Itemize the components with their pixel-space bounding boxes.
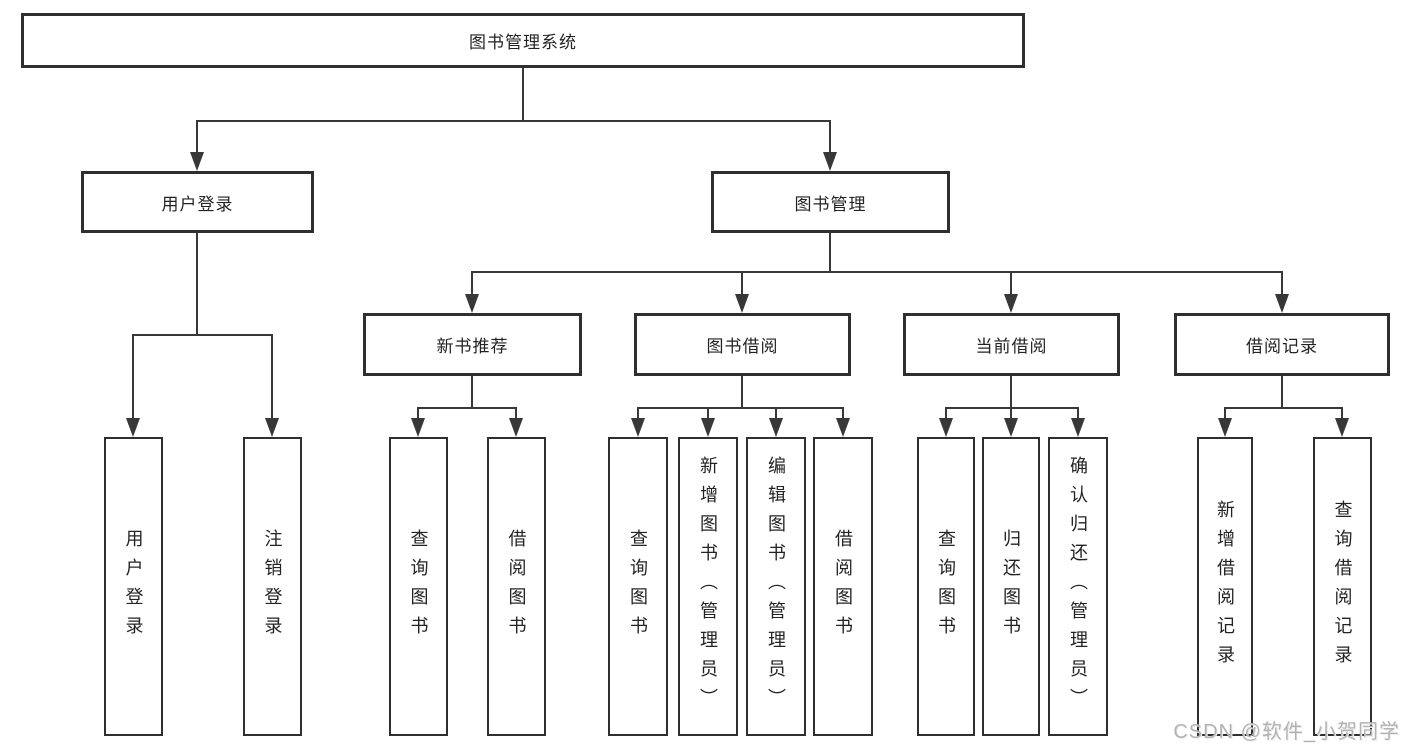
node-borrowing-records: 借阅记录: [1174, 313, 1390, 376]
leaf-label: 用户登录: [123, 528, 144, 645]
connector-book-mgmt-stem: [829, 233, 831, 273]
leaf-label: 确认归还（管理员）: [1068, 456, 1088, 717]
arrow-down-icon: [1275, 294, 1289, 313]
connector-user-login-rail: [132, 334, 273, 336]
node-book-management: 图书管理: [711, 171, 950, 233]
connector-drop: [707, 407, 709, 420]
leaf-label: 新增图书（管理员）: [698, 456, 718, 717]
connector-drop: [1341, 407, 1343, 420]
connector-drop-current-borrow: [1010, 271, 1012, 296]
node-library-management-system: 图书管理系统: [21, 13, 1025, 68]
leaf-label: 借阅图书: [833, 528, 853, 645]
arrow-down-icon: [509, 418, 523, 437]
connector-drop: [945, 407, 947, 420]
arrow-down-icon: [465, 294, 479, 313]
leaf-add-books-admin: 新增图书（管理员）: [678, 437, 738, 736]
connector-new-book-rec-rail: [417, 407, 517, 409]
connector-drop-book-borrow: [741, 271, 743, 296]
leaf-edit-books-admin: 编辑图书（管理员）: [746, 437, 806, 736]
leaf-query-books-current: 查询图书: [917, 437, 975, 736]
arrow-down-icon: [1004, 294, 1018, 313]
arrow-down-icon: [836, 418, 850, 437]
connector-drop: [775, 407, 777, 420]
leaf-label: 编辑图书（管理员）: [766, 456, 786, 717]
arrow-down-icon: [265, 418, 279, 437]
arrow-down-icon: [1004, 418, 1018, 437]
connector-drop: [417, 407, 419, 420]
arrow-down-icon: [1218, 418, 1232, 437]
node-label: 当前借阅: [975, 337, 1048, 356]
arrow-down-icon: [823, 152, 837, 171]
connector-borrow-records-rail: [1224, 407, 1343, 409]
node-label: 借阅记录: [1246, 337, 1318, 356]
leaf-query-books-borrowing: 查询图书: [608, 437, 668, 736]
arrow-down-icon: [631, 418, 645, 437]
connector-drop-user-login: [196, 120, 198, 153]
connector-current-borrow-stem: [1010, 376, 1012, 409]
connector-book-mgmt-rail: [471, 271, 1283, 273]
connector-drop: [515, 407, 517, 420]
leaf-label: 查询图书: [936, 528, 956, 645]
leaf-logout: 注销登录: [243, 437, 302, 736]
leaf-return-books: 归还图书: [982, 437, 1040, 736]
arrow-down-icon: [939, 418, 953, 437]
leaf-query-books-recommend: 查询图书: [389, 437, 448, 736]
leaf-label: 借阅图书: [506, 528, 527, 645]
arrow-down-icon: [1071, 418, 1085, 437]
arrow-down-icon: [126, 418, 140, 437]
leaf-query-borrow-record: 查询借阅记录: [1313, 437, 1372, 736]
leaf-confirm-return-admin: 确认归还（管理员）: [1048, 437, 1108, 736]
leaf-borrow-books-recommend: 借阅图书: [487, 437, 546, 736]
leaf-label: 注销登录: [262, 528, 283, 645]
node-label: 新书推荐: [436, 337, 509, 356]
arrow-down-icon: [411, 418, 425, 437]
connector-drop-borrow-records: [1281, 271, 1283, 296]
connector-drop-leaf-user-login: [132, 334, 134, 419]
connector-root-stem: [522, 68, 524, 122]
leaf-label: 查询借阅记录: [1332, 499, 1353, 674]
connector-drop: [637, 407, 639, 420]
leaf-label: 查询图书: [628, 528, 648, 645]
connector-root-rail: [196, 120, 831, 122]
connector-drop-leaf-logout: [271, 334, 273, 419]
leaf-label: 归还图书: [1001, 528, 1021, 645]
arrow-down-icon: [701, 418, 715, 437]
node-label: 图书管理: [794, 194, 867, 214]
arrow-down-icon: [769, 418, 783, 437]
node-book-borrowing: 图书借阅: [634, 313, 851, 376]
connector-borrow-records-stem: [1281, 376, 1283, 409]
connector-user-login-stem: [196, 233, 198, 336]
node-label: 用户登录: [161, 194, 234, 214]
connector-current-borrow-rail: [945, 407, 1079, 409]
node-user-login: 用户登录: [81, 171, 314, 233]
node-current-borrowing: 当前借阅: [903, 313, 1120, 376]
connector-book-borrow-rail: [637, 407, 844, 409]
arrow-down-icon: [1335, 418, 1349, 437]
node-label: 图书借阅: [706, 337, 779, 356]
leaf-borrow-books-borrowing: 借阅图书: [813, 437, 873, 736]
node-label: 图书管理系统: [469, 33, 577, 52]
connector-book-borrow-stem: [741, 376, 743, 409]
connector-drop: [1010, 407, 1012, 420]
arrow-down-icon: [190, 152, 204, 171]
csdn-watermark: CSDN @软件_小贺同学: [1173, 721, 1400, 743]
connector-drop: [842, 407, 844, 420]
connector-drop: [1077, 407, 1079, 420]
arrow-down-icon: [735, 294, 749, 313]
leaf-add-borrow-record: 新增借阅记录: [1197, 437, 1253, 736]
leaf-label: 新增借阅记录: [1215, 499, 1235, 674]
leaf-label: 查询图书: [408, 528, 429, 645]
node-new-book-recommendation: 新书推荐: [363, 313, 582, 376]
connector-drop-book-mgmt: [829, 120, 831, 153]
connector-new-book-rec-stem: [471, 376, 473, 409]
connector-drop-new-book-rec: [471, 271, 473, 296]
connector-drop: [1224, 407, 1226, 420]
leaf-user-login: 用户登录: [104, 437, 163, 736]
